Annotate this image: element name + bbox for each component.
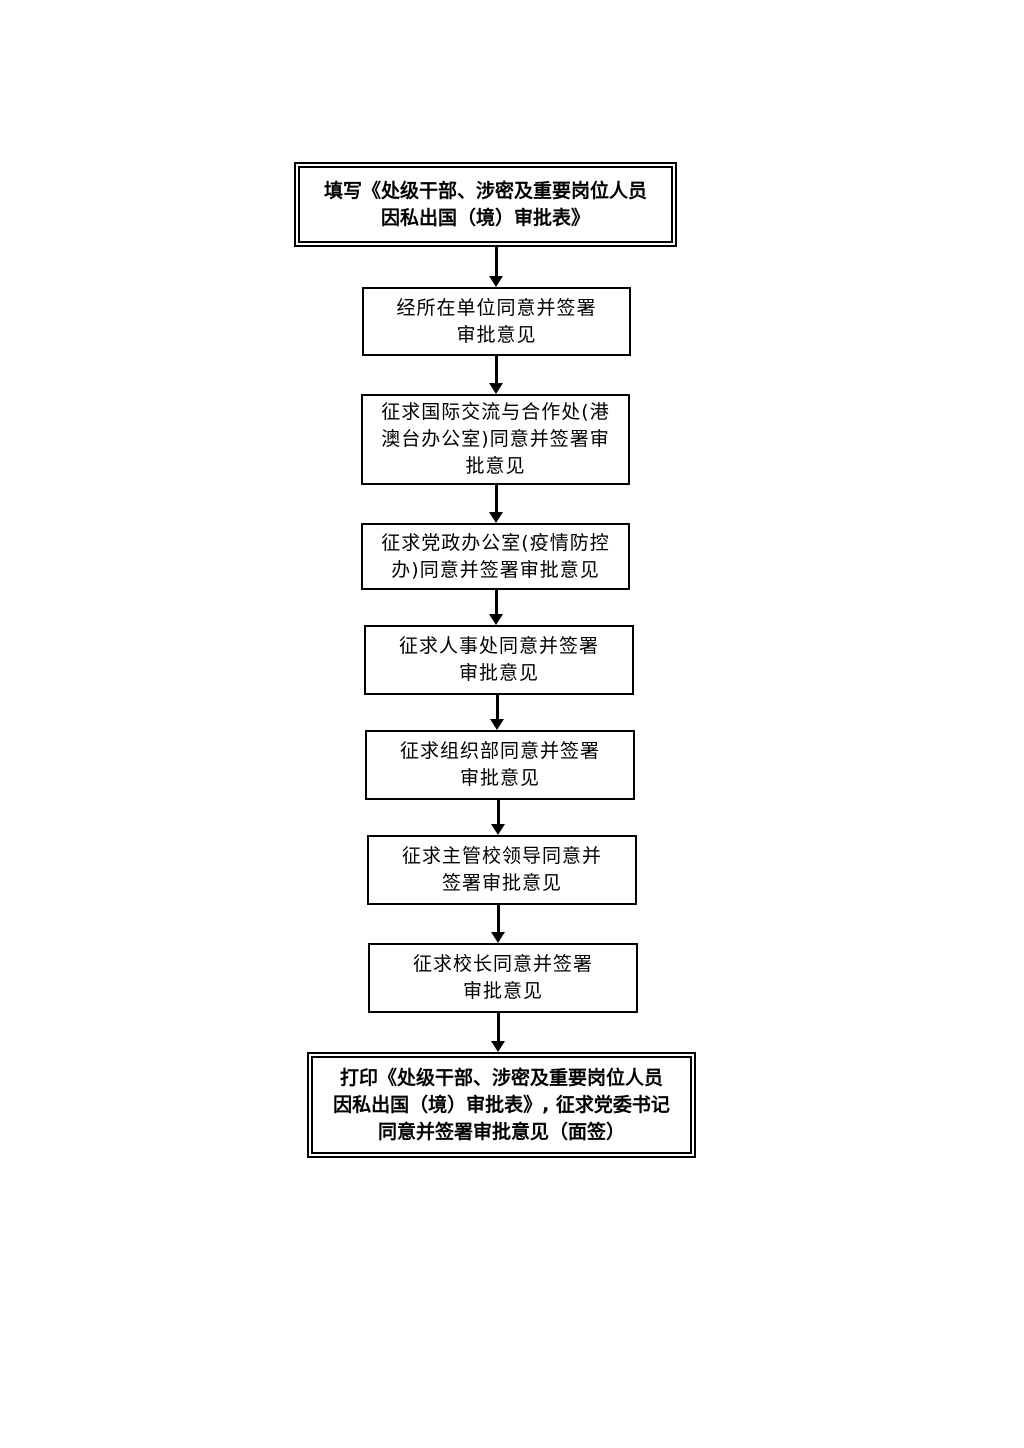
step-text-line: 征求国际交流与合作处(港	[381, 401, 610, 423]
step-text-line: 同意并签署审批意见（面签）	[377, 1120, 625, 1143]
step-text-line: 经所在单位同意并签署	[396, 296, 597, 319]
step-text-line: 填写《处级干部、涉密及重要岗位人员	[323, 179, 647, 202]
flow-arrow	[491, 905, 505, 943]
step-president: 征求校长同意并签署 审批意见	[368, 943, 638, 1013]
step-organization-dept: 征求组织部同意并签署 审批意见	[365, 730, 635, 800]
step-text-line: 审批意见	[459, 767, 540, 789]
step-text-line: 打印《处级干部、涉密及重要岗位人员	[339, 1066, 663, 1089]
flow-arrow	[490, 695, 504, 730]
step-text-line: 审批意见	[458, 662, 539, 684]
step-international-office: 征求国际交流与合作处(港 澳台办公室)同意并签署审 批意见	[361, 394, 630, 485]
flow-arrow	[489, 356, 503, 394]
step-text-line: 征求校长同意并签署	[412, 953, 593, 975]
step-party-office: 征求党政办公室(疫情防控 办)同意并签署审批意见	[361, 523, 630, 590]
flow-arrow	[489, 247, 503, 287]
step-text-line: 签署审批意见	[441, 872, 562, 894]
step-personnel-office: 征求人事处同意并签署 审批意见	[364, 625, 634, 695]
step-text-line: 因私出国（境）审批表》	[380, 206, 590, 229]
flow-arrow	[491, 800, 505, 835]
flow-arrow	[489, 590, 503, 625]
step-text-line: 审批意见	[456, 323, 537, 346]
flow-arrow	[489, 485, 503, 523]
step-text-line: 批意见	[465, 455, 526, 477]
step-text-line: 征求组织部同意并签署	[399, 740, 600, 762]
step-unit-approval: 经所在单位同意并签署 审批意见	[362, 287, 631, 356]
step-text-line: 办)同意并签署审批意见	[391, 558, 600, 581]
step-fill-form: 填写《处级干部、涉密及重要岗位人员 因私出国（境）审批表》	[294, 162, 677, 247]
step-text-line: 征求人事处同意并签署	[398, 635, 599, 657]
step-print-and-sign: 打印《处级干部、涉密及重要岗位人员 因私出国（境）审批表》, 征求党委书记 同意…	[307, 1052, 696, 1158]
flow-arrow	[491, 1013, 505, 1052]
step-text-line: 征求主管校领导同意并	[401, 845, 602, 867]
step-supervising-leader: 征求主管校领导同意并 签署审批意见	[367, 835, 637, 905]
step-text-line: 澳台办公室)同意并签署审	[381, 428, 610, 450]
step-text-line: 审批意见	[462, 980, 543, 1002]
step-text-line: 因私出国（境）审批表》, 征求党委书记	[333, 1093, 670, 1116]
step-text-line: 征求党政办公室(疫情防控	[381, 531, 610, 554]
